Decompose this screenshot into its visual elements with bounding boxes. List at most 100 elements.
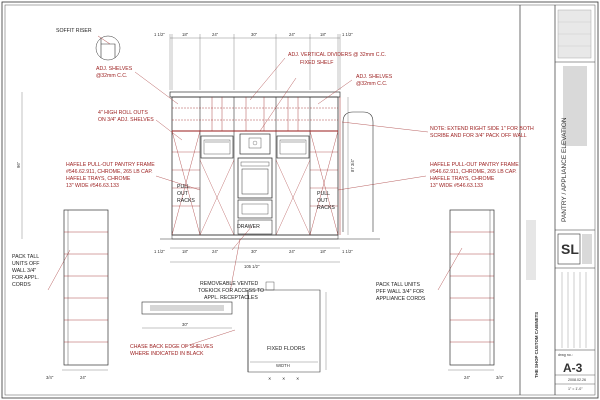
pack-right-3: APPLIANCE CORDS: [376, 296, 426, 302]
redacted-address-block: [582, 234, 592, 264]
pull-out-racks-left-3: RACKS: [177, 198, 195, 204]
adj-shelves-right-spacing: @32mm C.C.: [356, 81, 388, 87]
dim-bottom-6: 18": [320, 249, 327, 254]
svg-text:✕: ✕: [268, 376, 272, 381]
dim-top-6: 18": [320, 32, 327, 37]
pack-left-2: UNITS OFF: [12, 261, 39, 267]
center-built-in-coffee: [239, 133, 271, 155]
title-block: PANTRY / APPLIANCE ELEVATION SL drwg no.…: [519, 5, 595, 395]
toekick: [171, 234, 339, 240]
adj-vertical-dividers-label: ADJ. VERTICAL DIVIDERS @ 32mm C.C.: [288, 52, 386, 58]
dim-top-2: 18": [182, 32, 189, 37]
dim-bottom-5: 24": [289, 249, 296, 254]
notes-grid: [561, 272, 587, 348]
dim-bottom-4: 30": [251, 249, 258, 254]
adj-shelves-left-label: ADJ. SHELVES: [96, 66, 133, 72]
inner-right-cabinet: [275, 159, 311, 236]
sheet-number: A-3: [563, 361, 583, 375]
roll-outs-label: 4" HIGH ROLL OUTS: [98, 110, 148, 116]
note-line-2: SCRIBE AND FOR 3/4" PACK OFF WALL: [430, 133, 527, 139]
left-side-section: 3/4" 24": [46, 209, 109, 380]
left-section-dim-2: 24": [80, 375, 87, 380]
hafele-left-line-1: HAFELE PULL-OUT PANTRY FRAME: [66, 162, 155, 168]
right-section-dim-1: 24": [464, 375, 471, 380]
toekick-label-3: APPL. RECEPTACLES: [204, 295, 258, 301]
hafele-right-line-1: HAFELE PULL-OUT PANTRY FRAME: [430, 162, 519, 168]
fixed-shelf-label: FIXED SHELF: [300, 60, 333, 66]
fixed-floors-label: FIXED FLOORS: [267, 346, 306, 352]
pull-out-racks-right-2: OUT: [317, 198, 329, 204]
main-elevation: [160, 91, 380, 240]
fixed-floors-detail: FIXED FLOORS WIDTH ✕ ✕ ✕: [247, 281, 327, 381]
hafele-right-line-4: 13" WIDE #546.63.133: [430, 183, 483, 189]
toekick-vent-detail: 30": [141, 301, 233, 327]
pack-left-5: CORDS: [12, 282, 31, 288]
dim-bottom-1: 1 1/2": [154, 249, 165, 254]
toekick-label-1: REMOVEABLE VENTED: [200, 281, 258, 287]
left-pantry-section: [171, 130, 201, 236]
note-line-1: NOTE: EXTEND RIGHT SIDE 1" FOR BOTH: [430, 126, 534, 132]
roll-outs-detail: ON 3/4" ADJ. SHELVES: [98, 117, 154, 123]
left-section-dim-1: 3/4": [46, 375, 54, 380]
pull-out-racks-left-2: OUT: [177, 191, 189, 197]
pack-left-3: WALL 3/4": [12, 268, 36, 274]
pull-out-racks-right-1: PULL: [317, 191, 330, 197]
callout-leaders: [47, 57, 463, 347]
right-side-section: 24" 3/4": [449, 209, 504, 380]
top-dimensions: 1 1/2" 18" 24" 30" 24" 18" 1 1/2": [154, 32, 353, 37]
soffit: [169, 91, 341, 98]
redacted-project-block: [526, 220, 536, 280]
company-logo: [557, 233, 581, 265]
sheet-title: PANTRY / APPLIANCE ELEVATION: [561, 117, 568, 222]
dim-bottom-3: 24": [212, 249, 219, 254]
center-oven-stack: [237, 157, 273, 235]
svg-text:✕: ✕: [296, 376, 300, 381]
right-pantry-section: [309, 130, 339, 236]
drawing-scale: 1" = 1'-0": [568, 387, 583, 391]
pull-out-racks-right-3: RACKS: [317, 205, 335, 211]
drawing-number-label: drwg no.:: [558, 353, 573, 357]
chase-label-2: WHERE INDICATED IN BLACK: [130, 351, 204, 357]
hafele-right-line-3: HAFELE TRAYS, CHROME: [430, 176, 495, 182]
chase-label-1: CHASE BACK EDGE OF SHELVES: [130, 344, 214, 350]
bottom-dimensions: 1 1/2" 18" 24" 30" 24" 18" 1 1/2" 105 1/…: [154, 249, 353, 269]
dim-bottom-7: 1 1/2": [342, 249, 353, 254]
drawer-label: DRAWER: [237, 224, 260, 230]
dim-top-3: 24": [212, 32, 219, 37]
right-wall-oven: [276, 135, 310, 159]
toekick-width-dim: 30": [182, 322, 189, 327]
pack-left-4: FOR APPL.: [12, 275, 39, 281]
svg-text:✕: ✕: [282, 376, 286, 381]
drawing-date: 2008.02.26: [568, 378, 586, 382]
dim-top-7: 1 1/2": [342, 32, 353, 37]
dim-height-left: 96": [16, 161, 21, 168]
hafele-right-line-2: #546.62.911, CHROME, 265 LB CAP.: [430, 169, 517, 175]
pull-out-racks-left-1: PULL: [177, 184, 190, 190]
dim-top-1: 1 1/2": [154, 32, 165, 37]
door-opening: [342, 111, 374, 232]
left-wall-oven: [200, 135, 234, 159]
dim-bottom-2: 18": [182, 249, 189, 254]
adj-shelves-right-label: ADJ. SHELVES: [356, 74, 393, 80]
width-label: WIDTH: [276, 363, 290, 368]
logo-mark: SL: [561, 241, 579, 257]
hafele-left-line-2: #546.62.911, CHROME, 265 LB CAP.: [66, 169, 153, 175]
dim-top-5: 24": [289, 32, 296, 37]
dim-top-4: 30": [251, 32, 258, 37]
dim-height-right: 87 3/4": [350, 158, 355, 172]
hafele-left-line-3: HAFELE TRAYS, CHROME: [66, 176, 131, 182]
toekick-label-2: TOEKICK FOR ACCESS TO: [198, 288, 264, 294]
dimension-lines: [21, 34, 494, 371]
inner-left-cabinet: [199, 159, 235, 236]
pack-right-1: PACK TALL UNITS: [376, 282, 420, 288]
inner-border: [4, 4, 596, 396]
right-section-dim-2: 3/4": [496, 375, 504, 380]
pack-left-1: PACK TALL: [12, 254, 39, 260]
hafele-left-line-4: 13" WIDE #546.63.133: [66, 183, 119, 189]
redacted-client-block: [563, 66, 587, 146]
soffit-riser-detail: SOFFIT RISER: [56, 28, 121, 61]
dim-overall: 105 1/2": [244, 264, 260, 269]
